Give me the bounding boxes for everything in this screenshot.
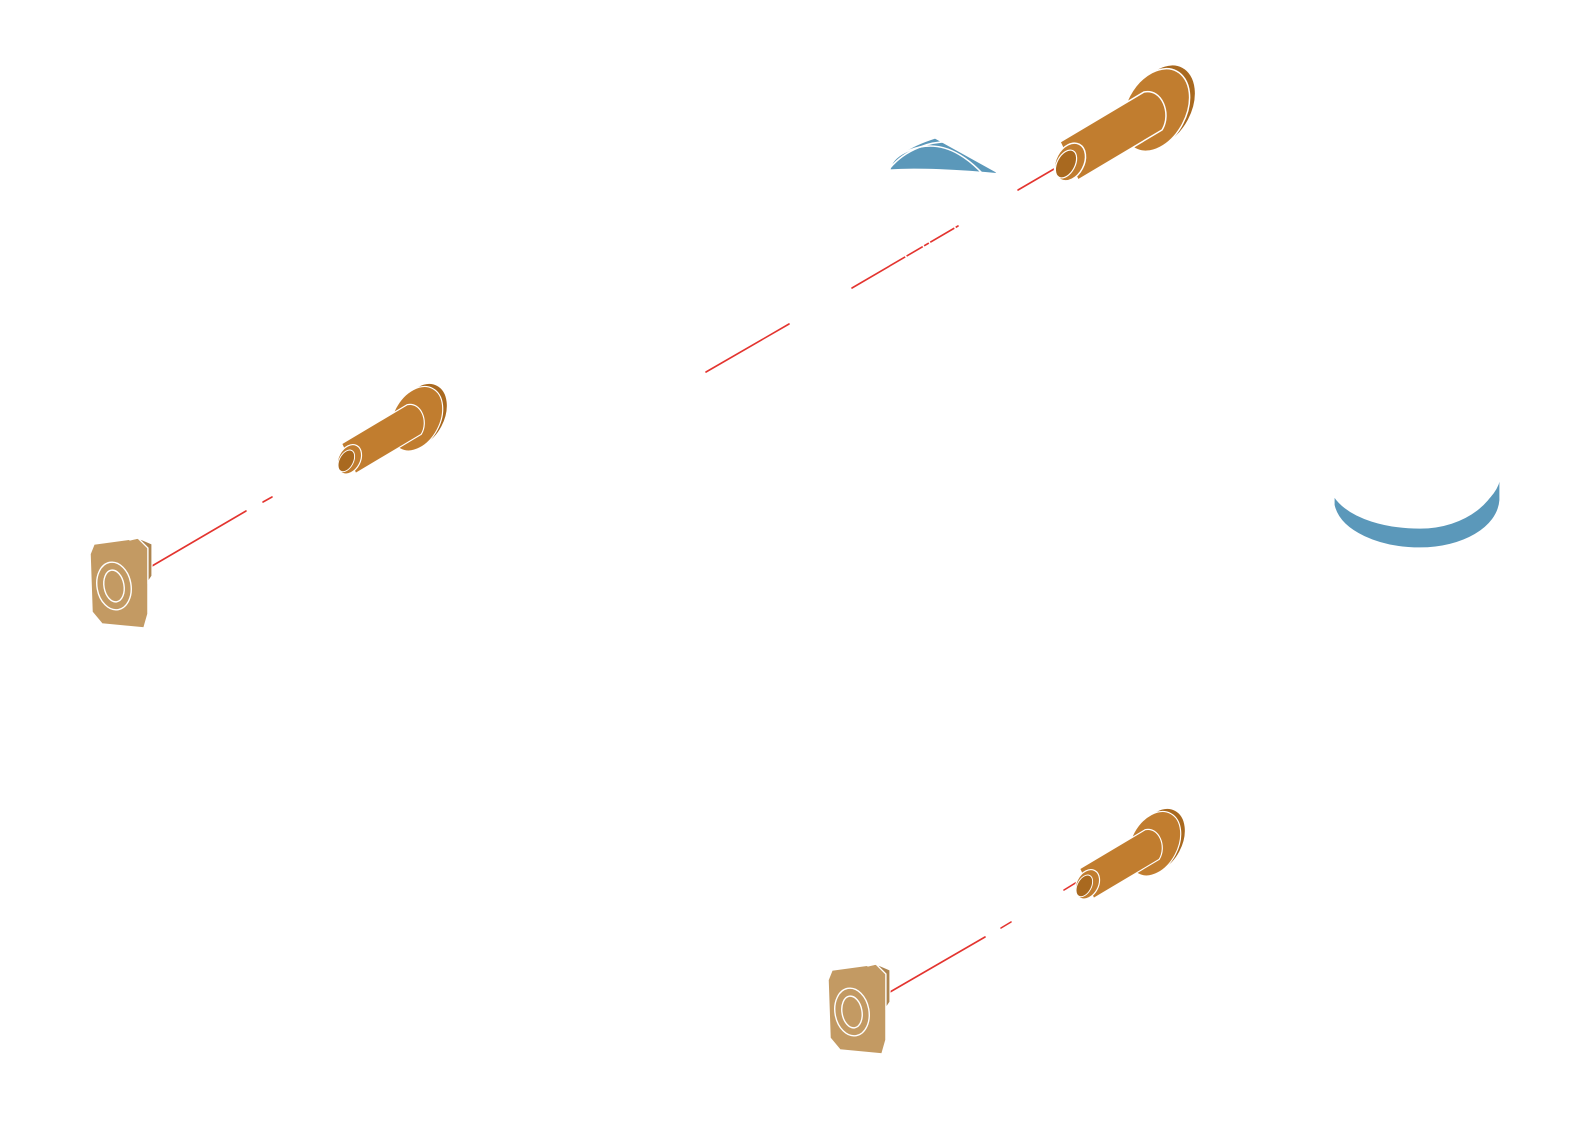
axis-line-lever-to-nut-b [705, 323, 790, 373]
lever-arm-pivot-bore-outer [912, 195, 968, 267]
lever-arm-rib-end [1311, 401, 1344, 443]
axis-line-bottom-tnut [889, 936, 986, 993]
t-nut-bore-outer [96, 561, 132, 611]
lever-arm-side-face-left [889, 137, 1001, 175]
pin-tip-chamfer [1075, 874, 1094, 898]
t-slot-nut-bottom [827, 961, 891, 1055]
t-nut-body [827, 963, 887, 1055]
t-slot-nut-left [89, 535, 153, 629]
axis-line-left-tnut [151, 510, 247, 567]
lever-arm-end-bore-outer [1377, 439, 1455, 485]
t-nut-body [89, 537, 149, 629]
lever-arm-top-edge [889, 140, 1011, 191]
shoulder-pin-left [336, 382, 448, 475]
hex-nut-thread-inner [630, 378, 658, 414]
lever-arm-rib-ridge [1009, 249, 1023, 307]
assembly-axis-lines [151, 161, 1091, 993]
t-nut-side [137, 537, 153, 584]
hex-nut-edge-3 [657, 427, 691, 437]
axis-line-lever-to-nut-a [851, 225, 959, 289]
lever-arm [887, 137, 1502, 549]
t-nut-teeth [835, 961, 877, 967]
lever-arm-pivot-bore-inner [920, 204, 960, 258]
hex-nut-front-face [611, 355, 675, 429]
lever-arm-rib [1009, 249, 1367, 443]
hex-nut-thread-core [634, 383, 654, 409]
shoulder-pin-bottom [1074, 807, 1186, 900]
pin-tip-chamfer [337, 449, 356, 473]
shoulder-pin-top [1053, 63, 1197, 182]
hex-nut [611, 343, 709, 437]
t-nut-teeth [97, 535, 139, 541]
pin-shank [1059, 90, 1167, 182]
hex-nut-thread-outer [624, 371, 664, 421]
t-nut-side [875, 963, 891, 1010]
pin-shank [1078, 829, 1163, 900]
t-nut-bore-outer [834, 987, 870, 1037]
hex-nut-edge-2 [673, 383, 709, 405]
lever-arm-end-bore-inner [1389, 447, 1443, 477]
lever-arm-rib-line [1021, 277, 1313, 403]
hex-nut-edge-4 [643, 343, 671, 357]
pin-tip-chamfer [1054, 149, 1078, 179]
axis-line-bottom-gap [1000, 921, 1012, 929]
lever-arm-side-face [1333, 467, 1501, 549]
pin-shank [340, 404, 425, 475]
hex-nut-edge-1 [669, 355, 699, 373]
lever-arm-end-bore-arrow [1379, 457, 1453, 467]
t-nut-bore-inner [103, 569, 125, 603]
t-nut-bore-inner [841, 995, 863, 1029]
axis-line-left-gap [262, 496, 273, 503]
lever-arm-top-face [887, 145, 1502, 523]
